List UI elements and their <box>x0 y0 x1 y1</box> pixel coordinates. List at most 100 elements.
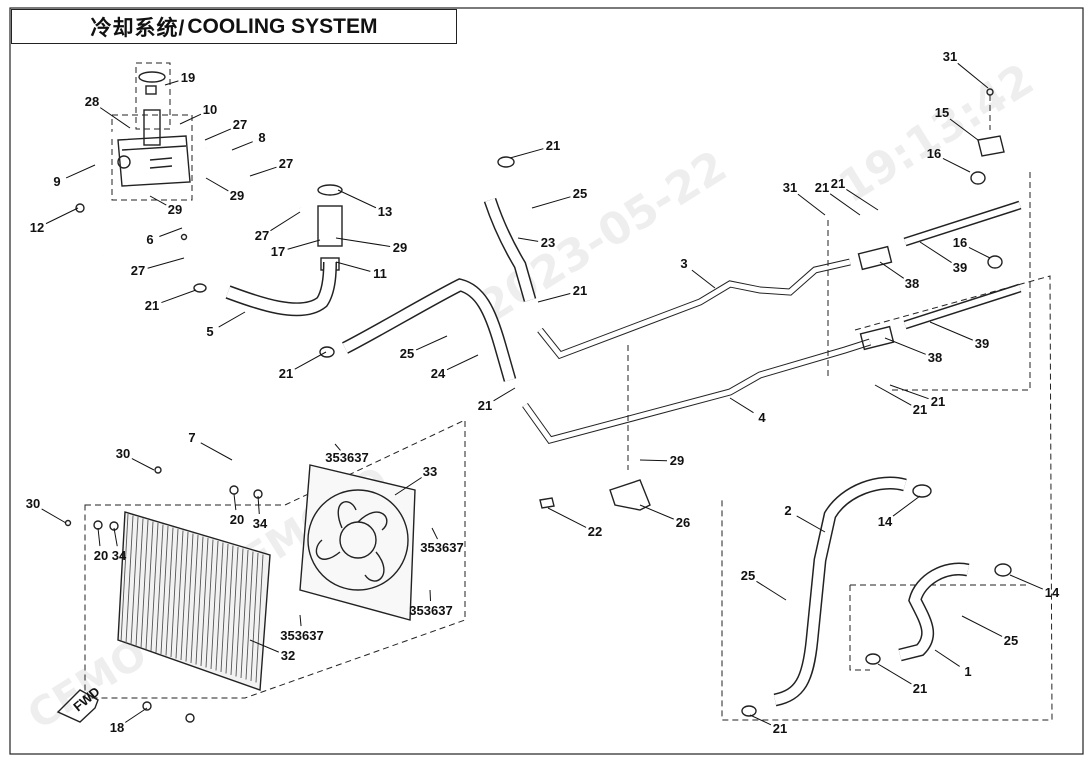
callout-c3536_37: 353637 <box>280 628 323 643</box>
leader-c21f <box>829 193 861 216</box>
callout-c25c: 25 <box>741 568 755 583</box>
leader-c18 <box>125 707 148 723</box>
leader-c21d <box>509 148 544 159</box>
radiator-group: FWD <box>56 419 466 723</box>
connector-38-upper <box>857 245 893 271</box>
callout-c25a: 25 <box>400 346 414 361</box>
callout-c29b: 29 <box>168 202 182 217</box>
callout-c39b: 39 <box>975 336 989 351</box>
callout-c26: 26 <box>676 515 690 530</box>
leader-c12 <box>45 207 79 225</box>
fwd-arrow-icon <box>56 689 99 723</box>
callout-c25d: 25 <box>1004 633 1018 648</box>
leader-c11 <box>335 261 371 272</box>
hose-5 <box>226 261 336 315</box>
callout-c16b: 16 <box>953 235 967 250</box>
callout-c5: 5 <box>206 324 213 339</box>
callout-c25b: 25 <box>573 186 587 201</box>
leader-c17 <box>287 239 321 250</box>
leader-c21c <box>537 293 571 303</box>
leader-c6 <box>159 227 183 237</box>
callout-c18: 18 <box>110 720 124 735</box>
title-english: COOLING SYSTEM <box>187 14 378 38</box>
callout-c38b: 38 <box>928 350 942 365</box>
leader-c16a <box>942 158 971 173</box>
pipe-group <box>319 88 1053 721</box>
callout-c8: 8 <box>258 130 265 145</box>
leader-c19 <box>164 80 179 86</box>
callout-c19: 19 <box>181 70 195 85</box>
leader-c31a <box>957 62 989 89</box>
callout-c14b: 14 <box>1045 585 1060 600</box>
title-chinese: 冷却系统/ <box>90 16 186 40</box>
callout-c30a: 30 <box>116 446 130 461</box>
leader-c353637b <box>431 527 438 540</box>
leader-c34b <box>113 527 118 547</box>
leader-c16b <box>968 247 991 259</box>
leader-c20b <box>97 527 101 547</box>
leader-c24 <box>446 354 479 371</box>
overflow-hose-9 <box>96 127 133 256</box>
callout-c21e: 21 <box>478 398 492 413</box>
leader-c21h <box>874 384 912 406</box>
callout-c21a: 21 <box>145 298 159 313</box>
hose-2 <box>773 478 907 705</box>
callout-c27b: 27 <box>279 156 293 171</box>
callout-c16a: 16 <box>927 146 941 161</box>
leader-c7 <box>200 442 233 461</box>
callout-c33: 33 <box>423 464 437 479</box>
callout-c30b: 30 <box>26 496 40 511</box>
leader-c21g <box>846 189 879 211</box>
leader-c34a <box>257 495 260 515</box>
reservoir-tank-10 <box>117 135 191 187</box>
callout-c21k: 21 <box>773 721 787 736</box>
leader-c20a <box>233 493 237 511</box>
callout-c31b: 31 <box>783 180 797 195</box>
callout-c3: 3 <box>680 256 687 271</box>
callout-c32: 32 <box>281 648 295 663</box>
leader-c21j <box>877 663 912 685</box>
leader-c27c <box>270 211 301 232</box>
fan-blades <box>307 489 409 591</box>
leader-c15 <box>949 118 979 141</box>
pipe-3 <box>538 259 851 358</box>
lower-hoses <box>741 476 1012 717</box>
leader-c25c <box>756 580 787 601</box>
leader-c2 <box>796 515 826 533</box>
callout-c29c: 29 <box>393 240 407 255</box>
callout-c29a: 29 <box>230 188 244 203</box>
callout-c20b: 20 <box>94 548 108 563</box>
leader-c29a <box>205 177 229 192</box>
callout-c20a: 20 <box>230 512 244 527</box>
fan-shroud-33 <box>299 464 416 621</box>
hose-23 <box>485 198 535 302</box>
callout-c4: 4 <box>758 410 766 425</box>
callout-c24: 24 <box>431 366 446 381</box>
page-border <box>9 7 1084 755</box>
leader-c353637a <box>334 443 341 451</box>
leader-c21i <box>889 384 929 400</box>
callout-c14a: 14 <box>878 514 893 529</box>
leader-c30b <box>41 508 67 524</box>
leader-c30a <box>131 458 155 471</box>
fwd-label: FWD <box>70 684 102 715</box>
callout-c21d: 21 <box>546 138 560 153</box>
leader-c27b <box>249 166 277 177</box>
callout-c10: 10 <box>203 102 217 117</box>
callout-c39a: 39 <box>953 260 967 275</box>
callout-c21b: 21 <box>279 366 293 381</box>
leader-c29d <box>639 459 668 462</box>
callout-c21c: 21 <box>573 283 587 298</box>
callout-c31a: 31 <box>943 49 957 64</box>
callout-c12: 12 <box>30 220 44 235</box>
leader-c23 <box>517 237 539 242</box>
connector-38-lower <box>859 325 895 351</box>
callout-c23: 23 <box>541 235 555 250</box>
leader-c353637d <box>429 589 432 602</box>
pipe-4 <box>522 339 871 443</box>
callout-c353637d: 353637 <box>409 603 452 618</box>
leader-lines <box>41 62 1044 726</box>
clip-22 <box>539 497 555 509</box>
pipe-39-upper <box>904 202 1021 245</box>
